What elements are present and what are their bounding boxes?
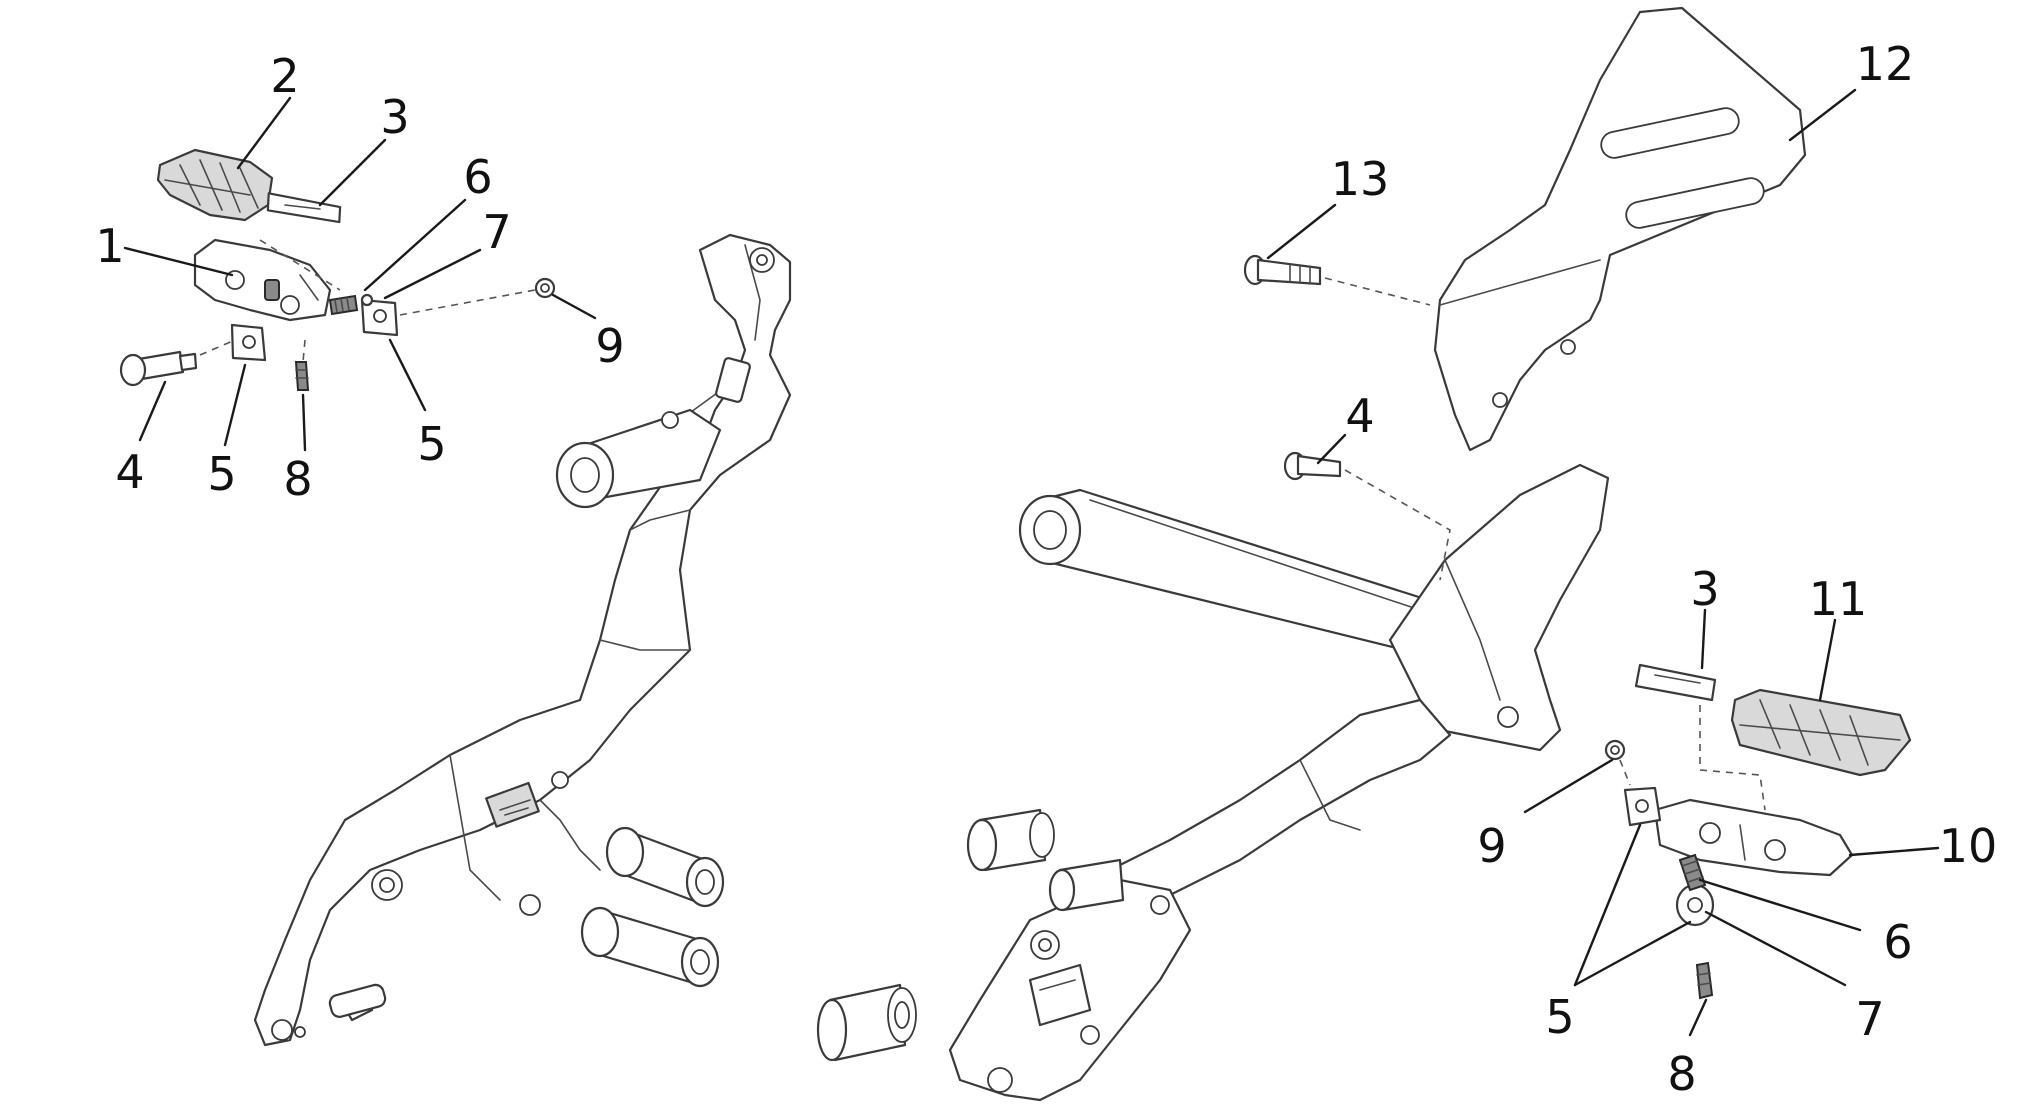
heel-guard-plate (1433, 6, 1807, 452)
callout-right-9: 9 (1477, 819, 1506, 873)
left-plate (266, 192, 342, 224)
right-spring (1678, 853, 1707, 892)
left-screw (294, 361, 310, 391)
callout-left-3: 3 (380, 90, 409, 144)
left-bushing-5b (360, 298, 399, 337)
right-plate (1634, 663, 1717, 702)
left-ball (534, 277, 556, 299)
right-bracket (948, 463, 1610, 1102)
leader-lines (123, 88, 1940, 1037)
left-footpeg-assembly (119, 148, 792, 1047)
left-washer (360, 293, 374, 307)
callout-left-2: 2 (270, 49, 299, 103)
callout-left-5a: 5 (207, 447, 236, 501)
right-footpeg-assembly (816, 6, 1912, 1102)
callout-left-6: 6 (463, 150, 492, 204)
callout-left-8: 8 (283, 452, 312, 506)
left-bracket (253, 233, 792, 1047)
callout-left-4: 4 (115, 445, 144, 499)
left-bushing-5a (230, 323, 267, 362)
callout-labels: 2 3 1 6 7 9 4 5 8 5 12 13 4 3 11 9 10 6 … (95, 37, 1997, 1101)
callout-right-6: 6 (1883, 915, 1912, 969)
right-spacers (816, 808, 1125, 1062)
callout-left-7: 7 (482, 205, 511, 259)
right-bushing-5b (1675, 883, 1715, 927)
callout-right-13: 13 (1331, 152, 1390, 206)
callout-right-3: 3 (1690, 562, 1719, 616)
callout-right-5: 5 (1545, 990, 1574, 1044)
callout-right-7: 7 (1855, 992, 1884, 1046)
callout-right-8: 8 (1667, 1047, 1696, 1101)
callout-right-10: 10 (1939, 819, 1998, 873)
callout-left-1: 1 (95, 219, 124, 273)
right-footpeg-rubber (1730, 688, 1912, 777)
left-spacers (580, 826, 725, 988)
left-footpeg-body (193, 238, 332, 322)
right-ball (1604, 739, 1626, 761)
right-pin (1283, 451, 1342, 481)
heel-guard-bolt (1243, 254, 1322, 286)
callout-left-5b: 5 (417, 417, 446, 471)
left-footpeg-rubber (156, 148, 274, 222)
left-pin (119, 350, 198, 387)
callout-right-12: 12 (1856, 37, 1915, 91)
left-spring (328, 294, 359, 316)
right-footpeg-body (1653, 798, 1854, 877)
callout-right-4: 4 (1345, 389, 1374, 443)
right-bushing-5a (1623, 786, 1662, 827)
callout-right-11: 11 (1809, 572, 1868, 626)
callout-left-9: 9 (595, 319, 624, 373)
right-screw (1695, 961, 1714, 1000)
